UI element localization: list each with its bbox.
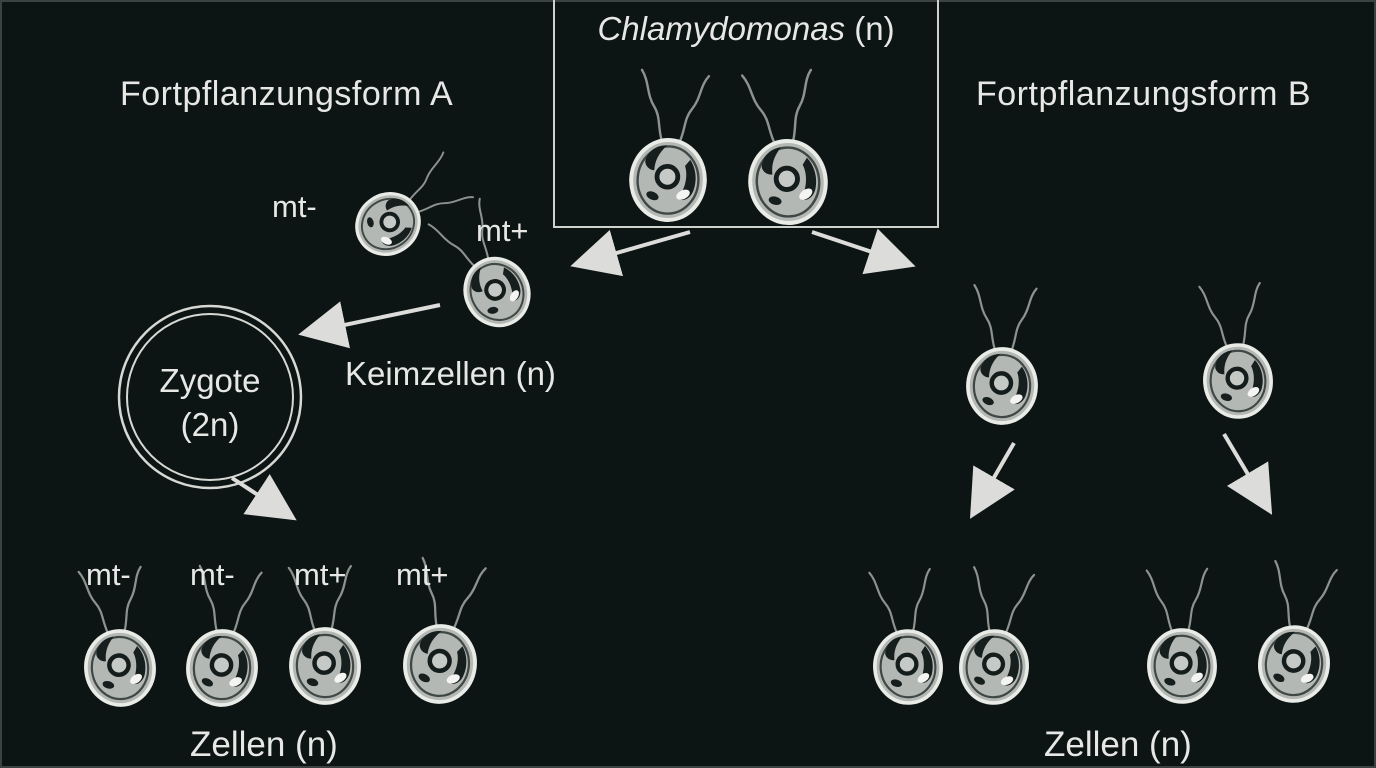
label-zellen-right: Zellen (n) [1044, 725, 1192, 764]
species-name: Chlamydomonas [597, 10, 846, 47]
label-zellen-left: Zellen (n) [190, 725, 338, 764]
species-ploidy: (n) [845, 10, 895, 47]
label-zygote-line2: (2n) [180, 406, 240, 443]
label-daughter-mt-4: mt+ [396, 557, 449, 592]
diagram-title: Chlamydomonas (n) [553, 10, 939, 48]
arrow-parent1-to-cells [969, 441, 1016, 519]
asexual-daughter-cell-2 [957, 567, 1037, 706]
label-keimzellen: Keimzellen (n) [345, 355, 556, 392]
label-daughter-mt-3: mt+ [294, 557, 347, 592]
label-daughter-mt-2: mt- [190, 557, 235, 592]
arrow-box-to-form-b [811, 228, 916, 275]
zygote-circle-inner [126, 313, 294, 481]
arrow-zygote-to-cells [230, 474, 297, 521]
label-mt-minus: mt- [272, 189, 317, 224]
arrow-box-to-form-a [570, 229, 691, 277]
asexual-daughter-cell-3 [1144, 567, 1217, 703]
heading-reproduction-form-a: Fortpflanzungsform A [120, 75, 454, 113]
asexual-daughter-cell-1 [867, 567, 945, 705]
gamete-cell-mt-minus [342, 148, 478, 269]
asexual-parent-cell-1 [967, 285, 1040, 424]
heading-reproduction-form-b: Fortpflanzungsform B [976, 75, 1312, 113]
label-daughter-mt-1: mt- [86, 557, 131, 592]
arrow-gametes-to-zygote [298, 301, 441, 349]
asexual-parent-cell-2 [1197, 281, 1275, 419]
label-mt-plus: mt+ [476, 213, 529, 248]
label-zygote-line1: Zygote [159, 362, 261, 399]
arrow-parent2-to-cells [1222, 432, 1273, 515]
asexual-daughter-cell-4 [1256, 561, 1340, 705]
zygote-circle-outer [117, 304, 303, 490]
chlamydomonas-title-box [553, 0, 939, 228]
